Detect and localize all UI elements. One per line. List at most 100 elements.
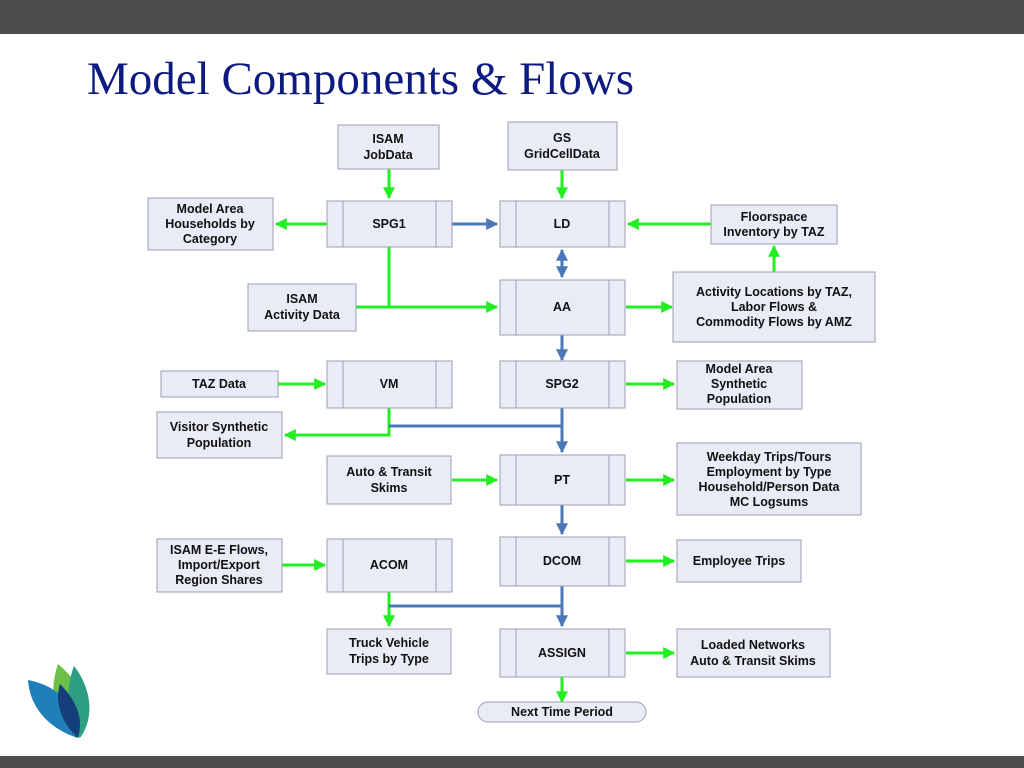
svg-text:LD: LD <box>554 217 571 231</box>
process-spg1: SPG1 <box>326 200 453 248</box>
svg-text:ASSIGN: ASSIGN <box>538 646 586 660</box>
node-next-time-period: Next Time Period <box>477 701 647 723</box>
process-vm-label: VM <box>380 377 399 391</box>
node-truck-trips-line-2: Trips by Type <box>349 652 429 666</box>
node-isam-jobdata-line-1: ISAM <box>372 132 403 146</box>
node-gs-line-1: GS <box>553 131 571 145</box>
node-isam-activity-line-1: ISAM <box>286 292 317 306</box>
arrow-spg1-to-aa <box>387 247 499 313</box>
node-households-line-1: Model Area <box>177 202 245 216</box>
svg-text:Employee Trips: Employee Trips <box>693 554 785 568</box>
process-assign: ASSIGN <box>499 628 626 678</box>
process-assign-label: ASSIGN <box>538 646 586 660</box>
process-spg2-label: SPG2 <box>545 377 578 391</box>
process-vm: VM <box>326 360 453 409</box>
process-aa: AA <box>499 279 626 336</box>
node-isam-activity-line-2: Activity Data <box>264 308 341 322</box>
svg-text:AA: AA <box>553 300 571 314</box>
node-activity-locations-line-2: Labor Flows & <box>731 300 817 314</box>
node-weekday-trips-line-3: Household/Person Data <box>699 480 841 494</box>
svg-text:SPG1: SPG1 <box>372 217 405 231</box>
slide-title: Model Components & Flows <box>87 53 635 105</box>
node-loaded-networks-line-2: Auto & Transit Skims <box>690 654 816 668</box>
node-isam-ee-line-2: Import/Export <box>178 558 261 572</box>
node-isam-ee-line-1: ISAM E-E Flows, <box>170 543 268 557</box>
process-ld-label: LD <box>554 217 571 231</box>
node-skims-line-1: Auto & Transit <box>346 465 432 479</box>
node-activity-locations-line-3: Commodity Flows by AMZ <box>696 315 852 329</box>
node-floorspace-line-2: Inventory by TAZ <box>723 225 825 239</box>
svg-text:PT: PT <box>554 473 570 487</box>
svg-text:TAZ Data: TAZ Data <box>192 377 247 391</box>
node-weekday-trips-line-1: Weekday Trips/Tours <box>707 450 832 464</box>
node-floorspace-line-1: Floorspace <box>741 210 808 224</box>
node-visitor-population-line-1: Visitor Synthetic <box>170 420 268 434</box>
node-skims-line-2: Skims <box>371 481 408 495</box>
node-next-period-line-1: Next Time Period <box>511 705 613 719</box>
node-synthetic-population-line-3: Population <box>707 392 772 406</box>
process-spg2: SPG2 <box>499 360 626 409</box>
process-aa-label: AA <box>553 300 571 314</box>
svg-text:SPG2: SPG2 <box>545 377 578 391</box>
process-ld: LD <box>499 200 626 248</box>
svg-text:Next Time Period: Next Time Period <box>511 705 613 719</box>
connectors <box>274 169 780 704</box>
node-activity-locations: Activity Locations by TAZ,Labor Flows &C… <box>672 271 876 343</box>
node-gs-gridcelldata: GS GridCellData <box>507 121 618 171</box>
svg-text:VM: VM <box>380 377 399 391</box>
node-synthetic-population-line-2: Synthetic <box>711 377 767 391</box>
node-taz-data-line-1: TAZ Data <box>192 377 247 391</box>
node-isam-jobdata: ISAM JobData <box>337 124 440 170</box>
node-synthetic-population-line-1: Model Area <box>706 362 774 376</box>
node-activity-locations-line-1: Activity Locations by TAZ, <box>696 285 852 299</box>
process-dcom-label: DCOM <box>543 554 581 568</box>
node-weekday-trips-line-2: Employment by Type <box>707 465 832 479</box>
process-acom: ACOM <box>326 538 453 593</box>
top-bar <box>0 0 1024 34</box>
node-loaded-networks-line-1: Loaded Networks <box>701 638 805 652</box>
node-gs-line-2: GridCellData <box>524 147 601 161</box>
node-visitor-population-line-2: Population <box>187 436 252 450</box>
leaf-logo-icon <box>28 664 90 738</box>
node-taz-data: TAZ Data <box>160 370 279 398</box>
node-employee-trips-line-1: Employee Trips <box>693 554 785 568</box>
node-households-line-2: Households by <box>165 217 255 231</box>
node-isam-jobdata-line-2: JobData <box>363 148 413 162</box>
process-pt-label: PT <box>554 473 570 487</box>
process-dcom: DCOM <box>499 536 626 587</box>
arrow-vm-to-visitor-population <box>283 408 391 441</box>
svg-text:DCOM: DCOM <box>543 554 581 568</box>
svg-text:ACOM: ACOM <box>370 558 408 572</box>
node-weekday-trips-line-4: MC Logsums <box>730 495 809 509</box>
process-pt: PT <box>499 454 626 506</box>
process-acom-label: ACOM <box>370 558 408 572</box>
bottom-bar <box>0 756 1024 768</box>
node-employee-trips: Employee Trips <box>676 539 802 583</box>
node-isam-activity-data: ISAM Activity Data <box>247 283 357 332</box>
node-isam-ee-line-3: Region Shares <box>175 573 263 587</box>
svg-text:Activity Locations by TAZ,Labo: Activity Locations by TAZ,Labor Flows &C… <box>696 285 852 329</box>
node-truck-trips-line-1: Truck Vehicle <box>349 636 429 650</box>
process-spg1-label: SPG1 <box>372 217 405 231</box>
